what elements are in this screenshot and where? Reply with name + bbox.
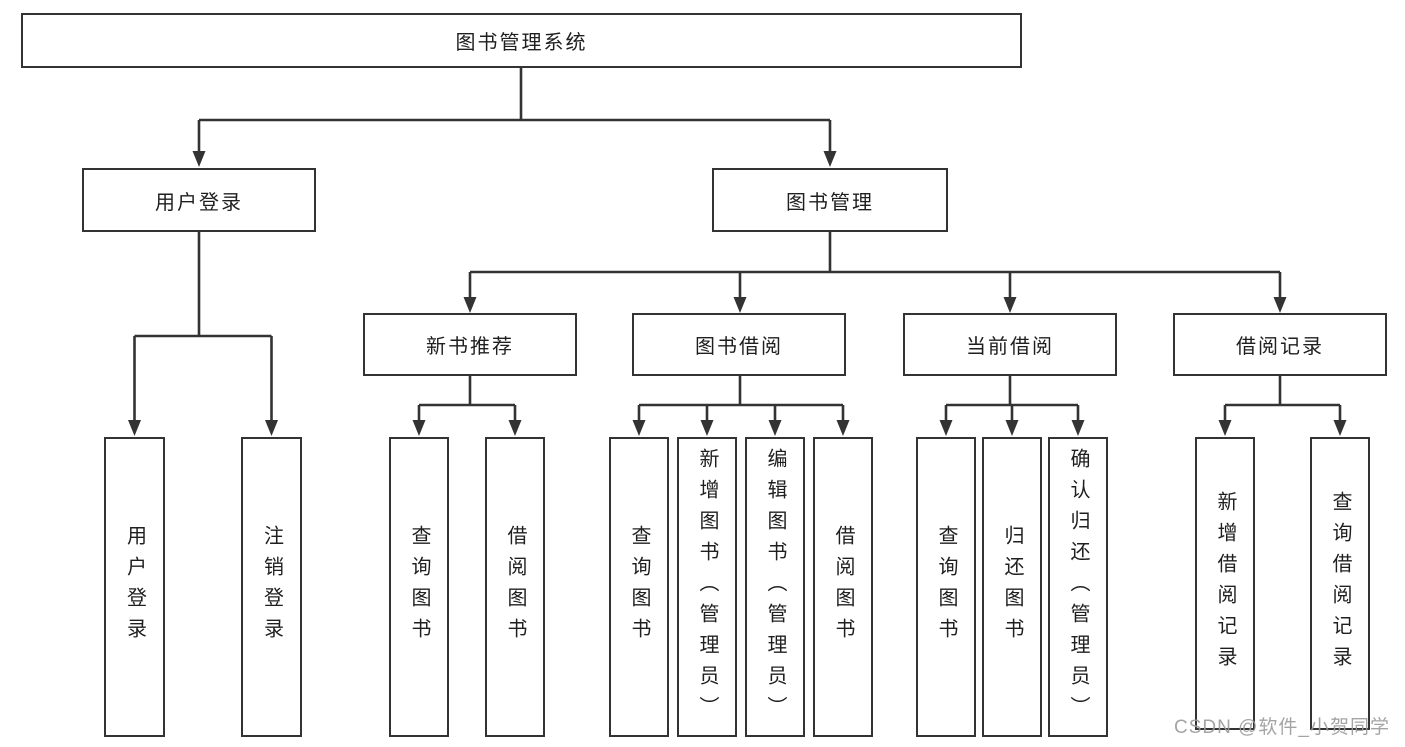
- node-root-label: 图书管理系统: [455, 32, 588, 54]
- connector-new-books: [417, 376, 517, 421]
- connector-user-login: [133, 232, 273, 421]
- arrow-book-mgmt: [823, 151, 837, 167]
- arrowheads: [128, 151, 1347, 436]
- leaf-current-query: 查询图书: [916, 437, 976, 737]
- arrow-book-borrow: [733, 297, 747, 313]
- leaf-add-borrow-record-label: 新增借阅记录: [1214, 490, 1236, 677]
- arrow-leaf-a2: [265, 420, 278, 436]
- node-current-borrow: 当前借阅: [903, 313, 1117, 376]
- connector-root: [197, 67, 832, 152]
- leaf-add-borrow-record: 新增借阅记录: [1195, 437, 1255, 730]
- arrow-user-login: [192, 151, 206, 167]
- leaf-new-books-query: 查询图书: [389, 437, 449, 737]
- connector-borrow-records: [1223, 376, 1342, 421]
- leaf-confirm-return-admin: 确认归还（管理员）: [1048, 437, 1108, 737]
- node-new-books: 新书推荐: [363, 313, 577, 376]
- leaf-new-books-borrow: 借阅图书: [485, 437, 545, 737]
- arrow-leaf-c3: [768, 420, 782, 436]
- leaf-logout-label: 注销登录: [260, 525, 283, 649]
- leaf-borrow-books-label: 借阅图书: [832, 525, 854, 649]
- arrow-leaf-e1: [1218, 420, 1232, 436]
- arrow-leaf-e2: [1333, 420, 1347, 436]
- arrow-leaf-b1: [412, 420, 426, 436]
- node-new-books-label: 新书推荐: [426, 336, 514, 358]
- leaf-logout: 注销登录: [241, 437, 302, 737]
- leaf-current-query-label: 查询图书: [935, 525, 957, 649]
- leaf-user-login-label: 用户登录: [123, 525, 146, 649]
- arrow-leaf-c2: [700, 420, 714, 436]
- node-root: 图书管理系统: [21, 13, 1022, 68]
- leaf-borrow-query: 查询图书: [609, 437, 669, 737]
- arrow-leaf-d1: [939, 420, 953, 436]
- arrow-leaf-c1: [632, 420, 646, 436]
- leaf-confirm-return-admin-label: 确认归还（管理员）: [1067, 447, 1089, 727]
- leaf-return-books-label: 归还图书: [1001, 525, 1023, 649]
- leaf-new-books-borrow-label: 借阅图书: [504, 525, 526, 649]
- leaf-query-borrow-record: 查询借阅记录: [1310, 437, 1370, 730]
- node-current-borrow-label: 当前借阅: [966, 336, 1054, 358]
- node-user-login-label: 用户登录: [155, 191, 243, 214]
- leaf-user-login: 用户登录: [104, 437, 165, 737]
- arrow-leaf-c4: [836, 420, 850, 436]
- node-book-mgmt-label: 图书管理: [786, 191, 874, 214]
- leaf-borrow-books: 借阅图书: [813, 437, 873, 737]
- leaf-borrow-add-admin: 新增图书（管理员）: [677, 437, 737, 737]
- leaf-borrow-edit-admin: 编辑图书（管理员）: [745, 437, 805, 737]
- arrow-leaf-b2: [508, 420, 522, 436]
- leaf-borrow-add-admin-label: 新增图书（管理员）: [696, 447, 718, 727]
- csdn-watermark: CSDN @软件_小贺同学: [1174, 717, 1390, 738]
- node-borrow-records-label: 借阅记录: [1236, 336, 1324, 358]
- arrow-leaf-d3: [1071, 420, 1085, 436]
- connector-current-borrow: [944, 376, 1080, 421]
- arrow-current-borrow: [1003, 297, 1017, 313]
- arrow-leaf-d2: [1005, 420, 1019, 436]
- node-book-mgmt: 图书管理: [712, 168, 948, 232]
- connector-book-borrow: [637, 376, 845, 421]
- leaf-new-books-query-label: 查询图书: [408, 525, 430, 649]
- node-book-borrow-label: 图书借阅: [695, 336, 783, 358]
- leaf-borrow-query-label: 查询图书: [628, 525, 650, 649]
- node-book-borrow: 图书借阅: [632, 313, 846, 376]
- arrow-leaf-a1: [128, 420, 141, 436]
- leaf-query-borrow-record-label: 查询借阅记录: [1329, 490, 1351, 677]
- arrow-borrow-records: [1273, 297, 1287, 313]
- leaf-return-books: 归还图书: [982, 437, 1042, 737]
- node-user-login: 用户登录: [82, 168, 316, 232]
- leaf-borrow-edit-admin-label: 编辑图书（管理员）: [764, 447, 786, 727]
- arrow-new-books: [463, 297, 477, 313]
- connector-book-mgmt: [468, 232, 1282, 298]
- node-borrow-records: 借阅记录: [1173, 313, 1387, 376]
